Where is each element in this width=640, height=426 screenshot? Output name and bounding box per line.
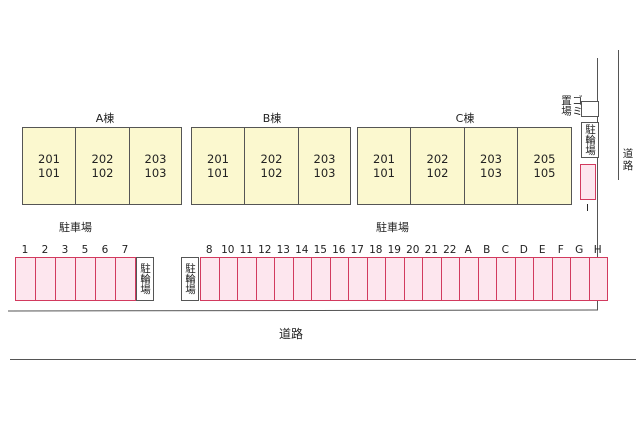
parking-slot-number: 22 xyxy=(443,244,457,256)
parking-slot-number: C xyxy=(501,244,509,256)
garbage-label: ゴミ置場 xyxy=(560,95,583,116)
building-label-a: A棟 xyxy=(95,112,115,125)
parking-slot-side-label: I xyxy=(586,203,589,214)
parking-slot-left xyxy=(55,257,76,301)
road-line-right xyxy=(618,50,619,180)
parking-slot-side xyxy=(580,164,596,200)
road-edge-right xyxy=(597,58,598,310)
parking-slot-right xyxy=(200,257,220,301)
parking-slot-right xyxy=(459,257,479,301)
building-label-c: C棟 xyxy=(455,112,475,125)
parking-slot-number: 21 xyxy=(424,244,438,256)
parking-slot-number: F xyxy=(557,244,564,256)
parking-slot-right xyxy=(237,257,257,301)
parking-slot-right xyxy=(422,257,442,301)
parking-slot-left xyxy=(15,257,36,301)
parking-slot-number: 17 xyxy=(350,244,364,256)
parking-slot-number: H xyxy=(593,244,602,256)
parking-slot-number: 16 xyxy=(332,244,346,256)
bike-parking-left: 駐輪場 xyxy=(136,257,154,301)
road-line-bottom xyxy=(10,359,636,360)
parking-slot-right xyxy=(551,257,571,301)
parking-slot-number: 13 xyxy=(276,244,290,256)
parking-label-right: 駐車場 xyxy=(376,221,409,234)
parking-slot-right xyxy=(329,257,349,301)
parking-slot-number: D xyxy=(519,244,528,256)
parking-slot-right xyxy=(533,257,553,301)
parking-slot-number: 20 xyxy=(406,244,420,256)
parking-slot-number: 10 xyxy=(221,244,235,256)
parking-slot-right xyxy=(588,257,608,301)
parking-slot-number: B xyxy=(483,244,491,256)
parking-slot-left xyxy=(35,257,56,301)
road-label-right: 道路 xyxy=(622,148,634,172)
parking-slot-right xyxy=(274,257,294,301)
parking-slot-right xyxy=(403,257,423,301)
parking-slot-right xyxy=(218,257,238,301)
parking-slot-number: 1 xyxy=(21,244,29,256)
parking-slot-number: 14 xyxy=(295,244,309,256)
parking-slot-number: E xyxy=(538,244,546,256)
building-label-b: B棟 xyxy=(262,112,282,125)
parking-slot-number: 6 xyxy=(101,244,109,256)
parking-slot-number: 18 xyxy=(369,244,383,256)
bike-parking-top: 駐輪場 xyxy=(581,122,599,158)
parking-slot-number: 5 xyxy=(81,244,89,256)
parking-slot-right xyxy=(292,257,312,301)
parking-slot-right xyxy=(496,257,516,301)
parking-slot-right xyxy=(440,257,460,301)
parking-slot-number: 8 xyxy=(205,244,213,256)
parking-slot-right xyxy=(570,257,590,301)
parking-slot-right xyxy=(255,257,275,301)
parking-slot-number: 7 xyxy=(121,244,129,256)
parking-slot-right xyxy=(366,257,386,301)
parking-slot-right xyxy=(385,257,405,301)
parking-slot-left xyxy=(95,257,116,301)
road-label-bottom: 道路 xyxy=(279,327,304,341)
parking-slot-right xyxy=(311,257,331,301)
parking-slot-left xyxy=(115,257,136,301)
parking-slot-right xyxy=(348,257,368,301)
parking-slot-number: 19 xyxy=(387,244,401,256)
road-edge-bottom xyxy=(7,309,599,312)
parking-slot-right xyxy=(514,257,534,301)
parking-slot-number: 2 xyxy=(41,244,49,256)
parking-slot-right xyxy=(477,257,497,301)
bike-parking-right: 駐輪場 xyxy=(181,257,199,301)
parking-slot-number: 3 xyxy=(61,244,69,256)
parking-label-left: 駐車場 xyxy=(59,221,92,234)
parking-slot-left xyxy=(75,257,96,301)
parking-slot-number: 11 xyxy=(239,244,253,256)
garbage-box xyxy=(581,101,599,117)
parking-slot-number: A xyxy=(464,244,472,256)
parking-slot-number: 15 xyxy=(313,244,327,256)
parking-slot-number: 12 xyxy=(258,244,272,256)
parking-slot-number: G xyxy=(575,244,584,256)
